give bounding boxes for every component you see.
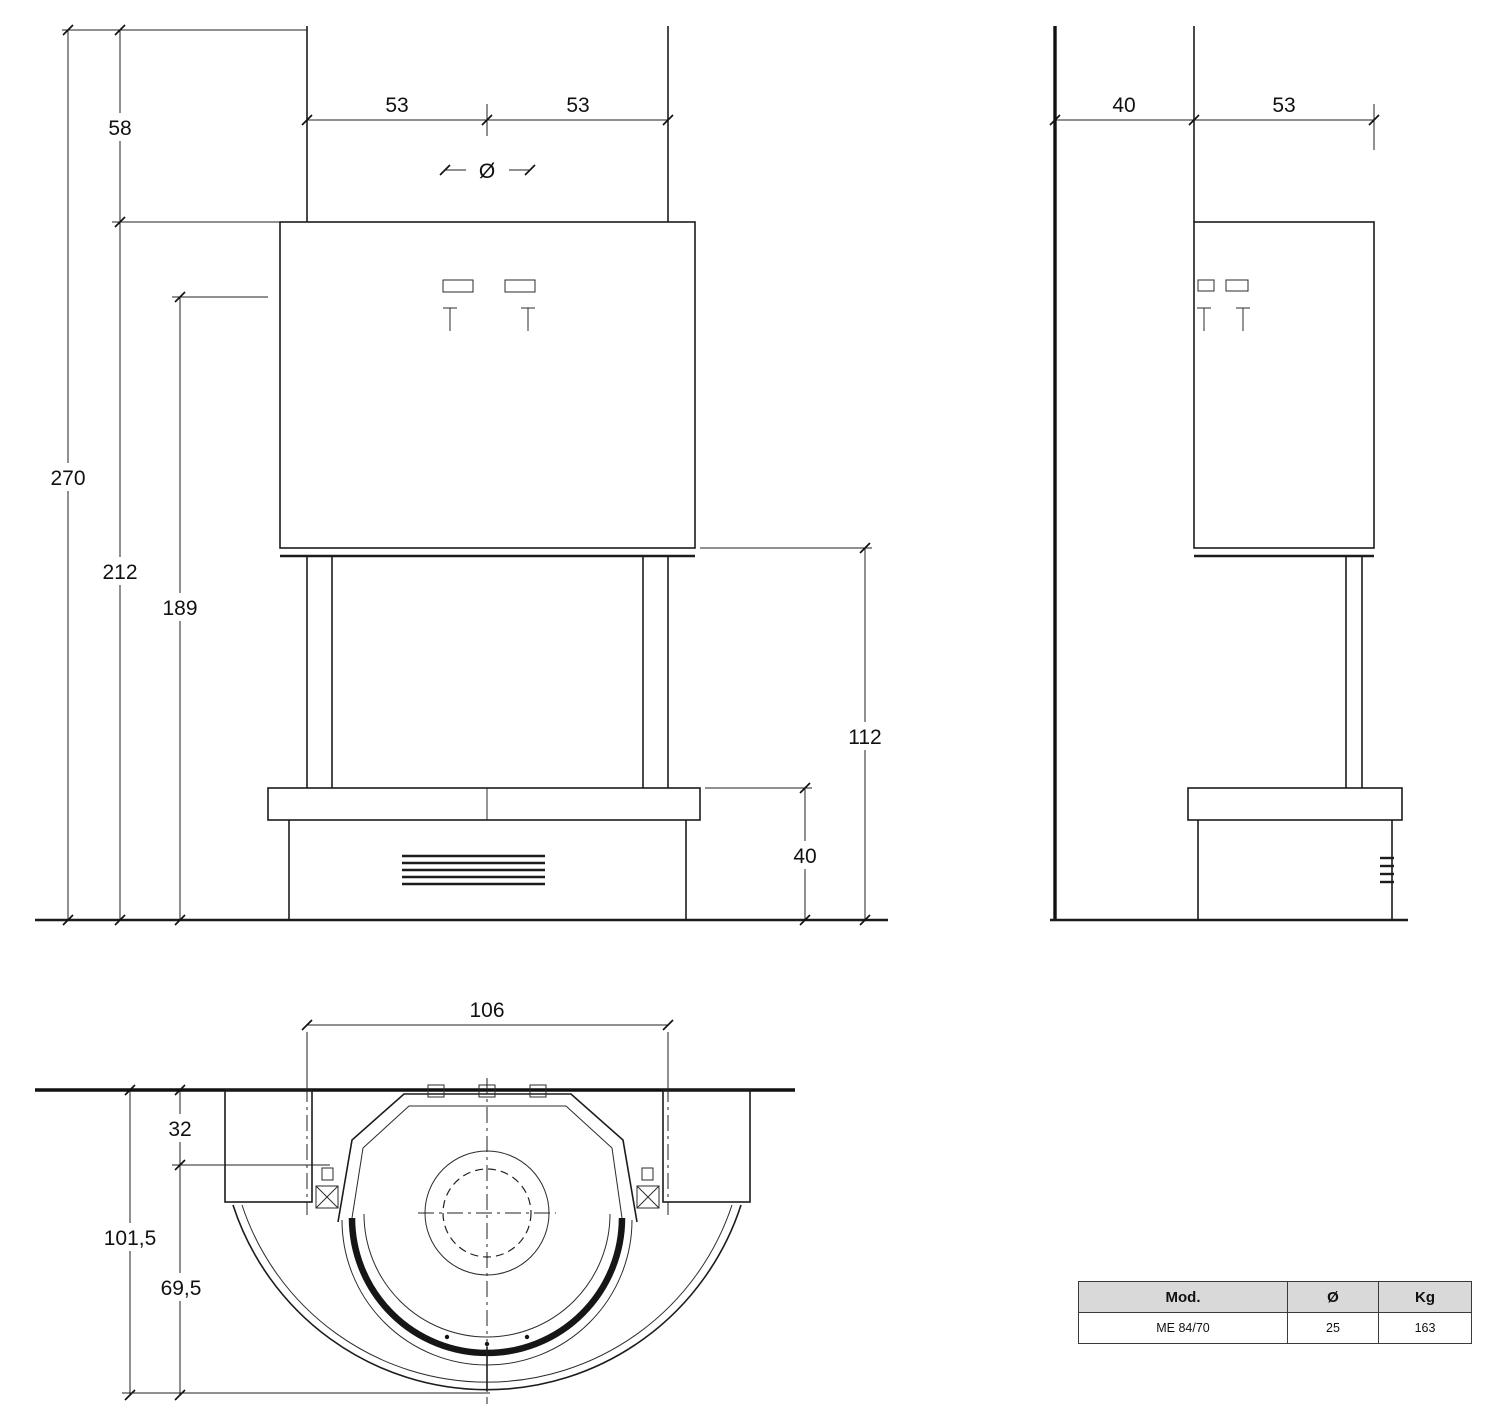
side-vent-hatch [1380,856,1394,884]
dim-32-label: 32 [168,1118,191,1141]
front-dimensions: 53 53 Ø 58 212 270 189 112 [40,24,893,926]
dim-side-40-label: 40 [1112,94,1135,117]
dim-212-label: 212 [102,561,137,584]
right-hinge-detail [636,1167,660,1209]
spec-col-kg: Kg [1378,1281,1472,1313]
ventilation-grille [402,854,545,886]
firebox-outline-inner [351,1105,623,1219]
spec-table-header-row: Mod. Ø Kg [1078,1281,1472,1313]
bench-side [1187,787,1403,821]
spec-col-mod: Mod. [1078,1281,1288,1313]
front-view [35,26,888,922]
damper-handles-front [442,279,536,331]
plan-dimensions: 106 101,5 32 69,5 [96,999,674,1401]
dim-112-label: 112 [848,726,881,749]
band-screw-dot [524,1334,530,1340]
bench-front [267,787,701,821]
dim-270-label: 270 [50,467,85,490]
dim-40-label: 40 [793,845,816,868]
plan-view [35,1078,795,1404]
dim-53-right-label: 53 [566,94,589,117]
plan-left-block [224,1089,313,1203]
top-tab [529,1084,547,1098]
dim-53-left-label: 53 [385,94,408,117]
dim-58-label: 58 [108,117,131,140]
hood-front [279,221,696,549]
damper-handles-side [1197,279,1250,331]
left-hinge-detail [315,1167,339,1209]
dim-106-label: 106 [469,999,504,1022]
spec-value-diameter: 25 [1287,1312,1379,1344]
spec-col-diameter: Ø [1287,1281,1379,1313]
diameter-symbol-label: Ø [479,160,495,183]
top-tab [427,1084,445,1098]
spec-value-kg: 163 [1378,1312,1472,1344]
hood-side [1193,221,1375,549]
dim-side-53-label: 53 [1272,94,1295,117]
spec-value-mod: ME 84/70 [1078,1312,1288,1344]
plan-right-block [662,1089,751,1203]
spec-table: Mod. Ø Kg ME 84/70 25 163 [1078,1281,1472,1344]
spec-table-data-row: ME 84/70 25 163 [1078,1312,1472,1344]
dim-101-5-label: 101,5 [104,1227,157,1250]
side-dimensions: 40 53 [1049,94,1380,150]
dim-189-label: 189 [162,597,197,620]
side-view [1050,26,1408,922]
band-screw-dot [444,1334,450,1340]
glass-band-outer [341,1219,633,1366]
glass-band-inner [363,1213,611,1338]
dim-69-5-label: 69,5 [161,1277,202,1300]
